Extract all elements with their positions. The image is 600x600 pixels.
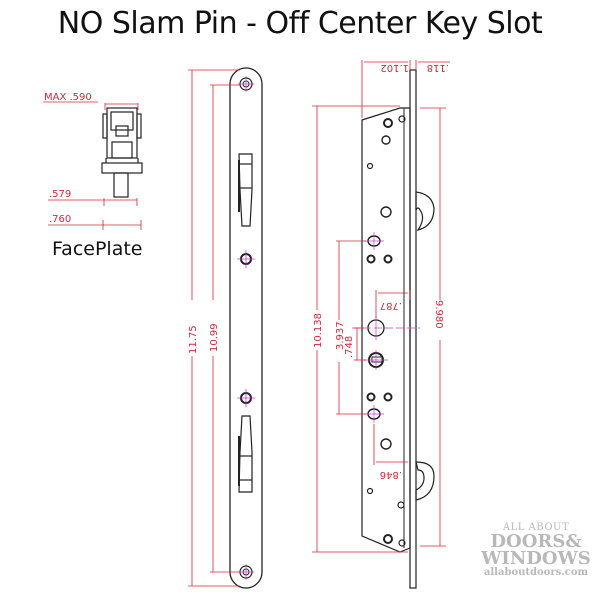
faceplate-front-view: 11.75 10.99 — [188, 67, 263, 589]
dim-11-75: 11.75 — [188, 325, 199, 354]
watermark-url: allaboutdoors.com — [483, 567, 589, 578]
watermark-line2: DOORS& — [490, 531, 582, 552]
screw-mark-upper — [237, 250, 255, 268]
dim-1-102: 1.102 — [380, 62, 409, 73]
dim-118: .118 — [427, 62, 449, 73]
watermark-line1: ALL ABOUT — [502, 522, 570, 533]
dim-10-138: 10.138 — [313, 313, 324, 348]
faceplate-side-view: MAX .590 .579 .760 — [43, 92, 143, 230]
faceplate-label: FacePlate — [52, 238, 143, 260]
dim-3-937: 3.937 — [335, 321, 346, 350]
dim-9-980: 9.980 — [433, 300, 444, 329]
dim-787: .787 — [380, 300, 402, 311]
screw-mark-lower — [237, 389, 255, 407]
dim-579: .579 — [49, 189, 71, 200]
watermark-logo: ALL ABOUT DOORS& WINDOWS allaboutdoors.c… — [476, 522, 596, 578]
page-title: NO Slam Pin - Off Center Key Slot — [57, 6, 543, 41]
lock-side-view: 1.102 .118 10.138 9.980 3.937 .748 .787 … — [312, 60, 450, 589]
dim-760: .760 — [49, 214, 71, 225]
dim-846: .846 — [380, 469, 402, 480]
dim-10-99: 10.99 — [209, 323, 220, 352]
dim-748: .748 — [344, 336, 355, 358]
watermark-line3: WINDOWS — [481, 548, 591, 569]
dim-max-590: MAX .590 — [44, 92, 92, 103]
